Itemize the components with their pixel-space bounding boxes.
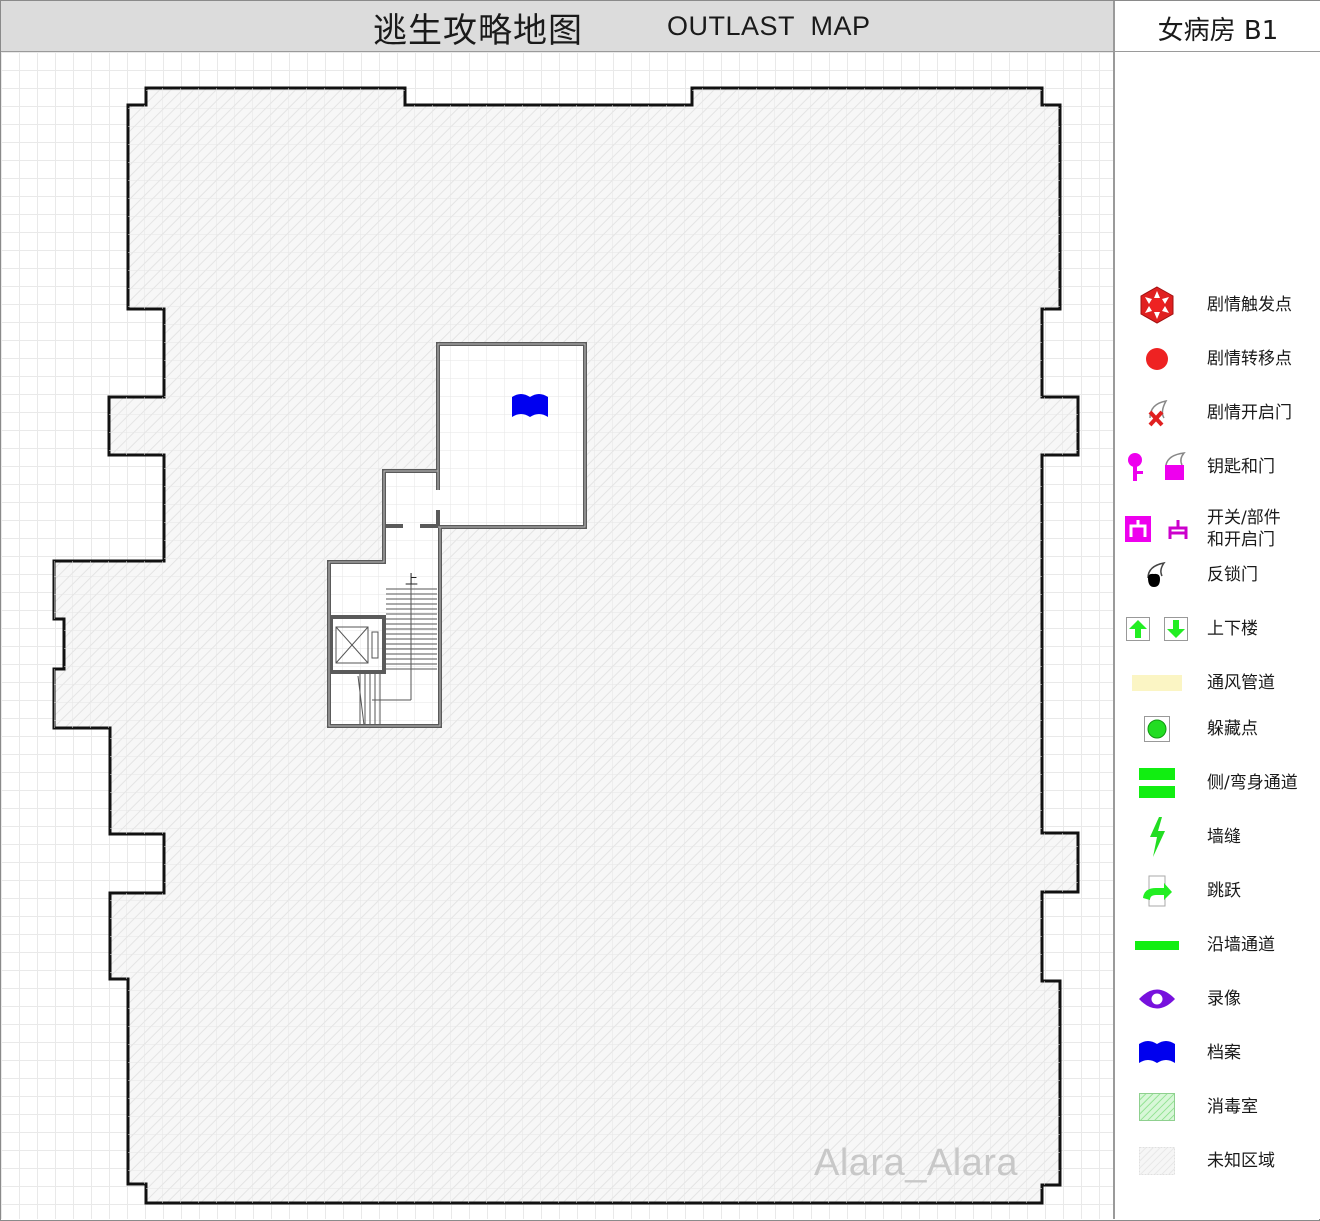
switch-icon: [1125, 516, 1151, 542]
legend-panel: 剧情触发点 剧情转移点 剧情开启门: [1113, 52, 1320, 1219]
title-chinese: 逃生攻略地图: [373, 11, 583, 51]
legend-label: 跳跃: [1207, 881, 1241, 901]
legend-item-locked-door: 反锁门: [1115, 555, 1320, 595]
header-bar: 逃生攻略地图 OUTLAST MAP: [1, 1, 1113, 52]
legend-label: 录像: [1207, 989, 1241, 1009]
title-english: OUTLAST MAP: [667, 11, 871, 41]
locked-door-icon: [1121, 555, 1193, 595]
floor-label: 女病房 B1: [1157, 16, 1279, 46]
stairs-up-down-icon: [1121, 609, 1193, 649]
document-book-icon: [1121, 1033, 1193, 1073]
wall-crack-icon: [1121, 817, 1193, 857]
legend-label: 未知区域: [1207, 1151, 1275, 1171]
legend-label: 钥匙和门: [1207, 457, 1275, 477]
arrow-up-icon: [1126, 617, 1150, 641]
legend-item-story-door: 剧情开启门: [1115, 393, 1320, 433]
legend-item-switch-door: 开关/部件 和开启门: [1115, 508, 1320, 550]
legend-item-jump: 跳跃: [1115, 871, 1320, 911]
legend-label: 剧情开启门: [1207, 403, 1292, 423]
legend-item-unknown: 未知区域: [1115, 1141, 1320, 1181]
legend-label-line1: 开关/部件: [1207, 508, 1281, 528]
staircase: [357, 584, 437, 726]
legend-label: 墙缝: [1207, 827, 1241, 847]
legend-label: 躲藏点: [1207, 719, 1258, 739]
building-outline: [52, 86, 1080, 1205]
legend-label: 通风管道: [1207, 673, 1275, 693]
floor-plan: 上: [52, 86, 1080, 1205]
legend-item-wall-crack: 墙缝: [1115, 817, 1320, 857]
watermark: Alara_Alara: [814, 1142, 1019, 1184]
legend-item-recording: 录像: [1115, 979, 1320, 1019]
recording-eye-icon: [1121, 979, 1193, 1019]
legend-item-hiding: 躲藏点: [1115, 709, 1320, 749]
switch-door-icon: [1168, 520, 1188, 539]
elevator-icon: [335, 626, 379, 664]
key-and-door-icon: [1121, 447, 1193, 487]
legend-item-story-transfer: 剧情转移点: [1115, 339, 1320, 379]
story-door-icon: [1121, 393, 1193, 433]
unknown-area-icon: [1121, 1141, 1193, 1181]
legend-label: 沿墙通道: [1207, 935, 1275, 955]
hiding-spot-icon: [1121, 709, 1193, 749]
legend-item-vent: 通风管道: [1115, 663, 1320, 703]
jump-icon: [1121, 871, 1193, 911]
disinfection-room-icon: [1121, 1087, 1193, 1127]
legend-label: 剧情转移点: [1207, 349, 1292, 369]
arrow-down-icon: [1164, 617, 1188, 641]
legend-label-line2: 和开启门: [1207, 530, 1275, 550]
key-icon: [1128, 453, 1143, 481]
legend-label: 反锁门: [1207, 565, 1258, 585]
legend-item-key-door: 钥匙和门: [1115, 447, 1320, 487]
stair-up-label: 上: [405, 573, 418, 588]
legend-label: 剧情触发点: [1207, 295, 1292, 315]
legend-item-disinfection: 消毒室: [1115, 1087, 1320, 1127]
inner-wall-highlights: [328, 343, 586, 727]
vent-icon: [1121, 663, 1193, 703]
document-marker-icon[interactable]: [512, 394, 548, 417]
legend-item-ledge: 沿墙通道: [1115, 925, 1320, 965]
legend-item-stairs: 上下楼: [1115, 609, 1320, 649]
ledge-passage-icon: [1121, 925, 1193, 965]
explored-rooms: [329, 344, 585, 726]
legend-item-document: 档案: [1115, 1033, 1320, 1073]
floor-label-box: 女病房 B1: [1113, 1, 1320, 52]
door-icon: [1165, 452, 1186, 480]
legend-label: 上下楼: [1207, 619, 1258, 639]
legend-item-story-trigger: 剧情触发点: [1115, 285, 1320, 325]
legend-label: 侧/弯身通道: [1207, 773, 1298, 793]
squeeze-passage-icon: [1121, 763, 1193, 803]
map-area: 上 Alara_Alara: [1, 52, 1113, 1219]
story-transfer-icon: [1121, 339, 1193, 379]
legend-item-squeeze: 侧/弯身通道: [1115, 763, 1320, 803]
legend-label: 档案: [1207, 1043, 1241, 1063]
story-trigger-icon: [1121, 285, 1193, 325]
switch-part-door-icon: [1121, 509, 1193, 549]
legend-label: 消毒室: [1207, 1097, 1258, 1117]
